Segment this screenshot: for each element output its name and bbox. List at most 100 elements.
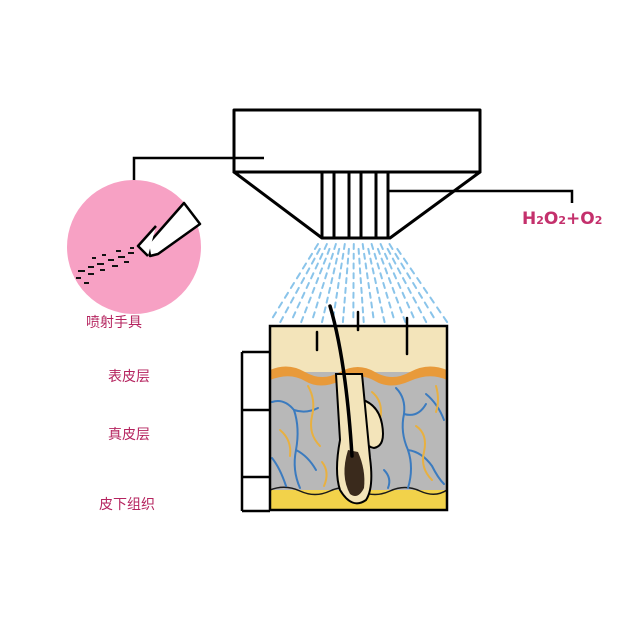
mist-droplet bbox=[423, 301, 429, 309]
blood-vessel bbox=[293, 407, 319, 413]
mist-droplet bbox=[321, 282, 325, 289]
mist-droplet bbox=[402, 316, 407, 324]
mist-droplet bbox=[300, 277, 306, 285]
mist-spray bbox=[271, 243, 449, 324]
mist-droplet bbox=[388, 262, 393, 270]
mist-droplet bbox=[412, 282, 418, 289]
blood-vessel bbox=[271, 457, 287, 487]
formula-o-sub: 2 bbox=[558, 214, 566, 227]
mist-droplet bbox=[333, 243, 337, 250]
handpiece-pen-body bbox=[146, 201, 202, 258]
mist-droplet bbox=[388, 243, 394, 250]
hair-follicle bbox=[328, 304, 384, 505]
mist-droplet bbox=[289, 282, 295, 289]
mist-droplet bbox=[295, 286, 300, 294]
nerve-fiber bbox=[307, 385, 321, 447]
mist-droplet bbox=[379, 243, 384, 250]
spray-dot bbox=[88, 273, 94, 275]
mist-droplet bbox=[300, 316, 305, 324]
mist-droplet bbox=[402, 277, 407, 285]
mist-droplet bbox=[394, 252, 400, 260]
formula-h: H bbox=[522, 209, 537, 229]
mist-droplet bbox=[315, 301, 319, 309]
mist-droplet bbox=[388, 301, 392, 309]
mist-droplet bbox=[321, 316, 325, 324]
mist-droplet bbox=[305, 282, 310, 289]
formula-o2-sub: 2 bbox=[594, 214, 603, 227]
mist-droplet bbox=[330, 277, 334, 285]
mist-droplet bbox=[391, 311, 395, 319]
spray-dot bbox=[97, 263, 104, 265]
nerve-fiber bbox=[279, 429, 292, 457]
epidermis-layer bbox=[270, 326, 447, 372]
spray-dot bbox=[76, 277, 81, 279]
mist-droplet bbox=[436, 306, 442, 314]
mist-droplet bbox=[327, 262, 331, 270]
mist-droplet bbox=[386, 247, 392, 255]
mist-droplet bbox=[339, 262, 343, 270]
mist-droplet bbox=[277, 301, 283, 309]
mist-droplet bbox=[311, 286, 316, 294]
handpiece-circle bbox=[67, 180, 202, 314]
nerve-fiber bbox=[321, 461, 328, 487]
spray-dot bbox=[116, 250, 121, 252]
mist-droplet bbox=[391, 286, 396, 294]
mist-droplet bbox=[319, 267, 323, 275]
nerve-fiber bbox=[435, 385, 439, 413]
mist-droplet bbox=[417, 291, 423, 299]
mist-droplet bbox=[382, 282, 386, 289]
mist-droplet bbox=[378, 296, 382, 304]
mist-droplet bbox=[402, 257, 409, 265]
mist-droplet bbox=[324, 272, 328, 280]
mist-droplet bbox=[292, 311, 297, 319]
mist-droplet bbox=[323, 306, 327, 314]
mist-droplet bbox=[305, 267, 311, 275]
mist-droplet bbox=[391, 257, 397, 265]
mist-droplet bbox=[380, 257, 385, 265]
spray-dot bbox=[92, 257, 96, 259]
mist-droplet bbox=[406, 301, 411, 309]
mist-droplet bbox=[429, 311, 435, 319]
blood-vessel bbox=[383, 469, 391, 489]
leader-lines bbox=[132, 156, 574, 203]
mist-droplet bbox=[312, 311, 316, 319]
mist-droplet bbox=[361, 243, 365, 250]
mist-droplet bbox=[422, 316, 428, 324]
mist-droplet bbox=[371, 267, 375, 275]
mist-droplet bbox=[384, 252, 389, 260]
mist-droplet bbox=[301, 291, 306, 299]
blood-vessel bbox=[395, 387, 412, 489]
mist-droplet bbox=[310, 272, 315, 280]
mist-droplet bbox=[379, 272, 383, 280]
mist-droplet bbox=[323, 243, 328, 250]
mist-droplet bbox=[369, 257, 373, 265]
formula-plus: + bbox=[566, 209, 581, 229]
spray-device bbox=[232, 108, 482, 240]
label-formula: H2O2+O2 bbox=[522, 211, 602, 228]
mist-droplet bbox=[396, 247, 402, 255]
formula-o: O bbox=[543, 209, 559, 229]
mist-droplet bbox=[367, 282, 371, 289]
skin-cross-section bbox=[268, 304, 449, 512]
mist-droplet bbox=[398, 306, 403, 314]
label-spray-handpiece: 喷射手具 bbox=[86, 315, 142, 331]
formula-o2: O bbox=[580, 209, 595, 229]
hair-shaft bbox=[328, 304, 354, 458]
mist-droplet bbox=[337, 247, 341, 255]
mist-droplet bbox=[368, 291, 372, 299]
blood-vessel bbox=[407, 449, 445, 485]
mist-droplet bbox=[400, 262, 406, 270]
mist-droplet bbox=[296, 301, 301, 309]
mist-droplet bbox=[364, 262, 368, 270]
mist-droplet bbox=[409, 267, 415, 275]
mist-droplet bbox=[370, 243, 375, 250]
mist-droplet bbox=[310, 257, 316, 265]
leader-line-formula bbox=[388, 189, 574, 203]
mist-droplet bbox=[371, 311, 375, 319]
mist-droplet bbox=[382, 316, 386, 324]
mist-droplet bbox=[334, 257, 338, 265]
mist-droplet bbox=[410, 311, 415, 319]
mist-droplet bbox=[401, 291, 406, 299]
